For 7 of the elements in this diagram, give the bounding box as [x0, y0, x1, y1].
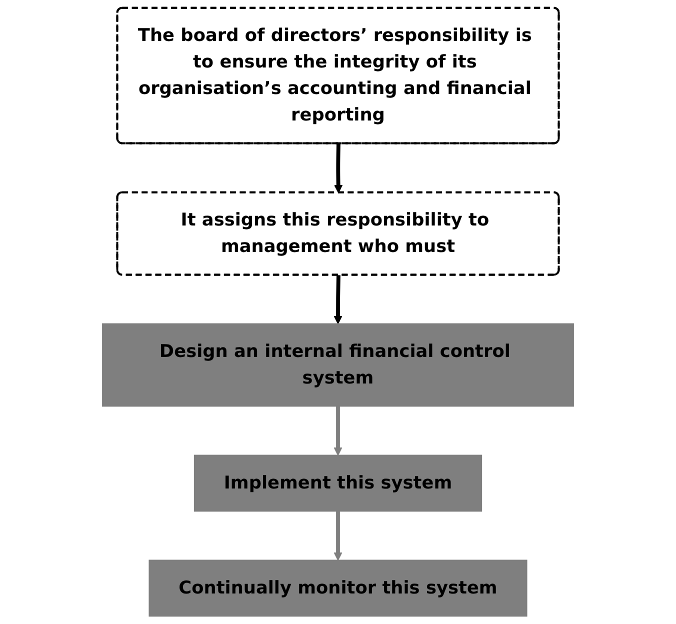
node-box: Design an internal financial control system [102, 323, 574, 407]
arrow [334, 275, 342, 324]
node-box: Implement this system [194, 454, 482, 512]
arrow [334, 511, 342, 561]
arrow [334, 406, 342, 456]
arrow [334, 144, 343, 194]
node-box: Continually monitor this system [148, 560, 528, 617]
